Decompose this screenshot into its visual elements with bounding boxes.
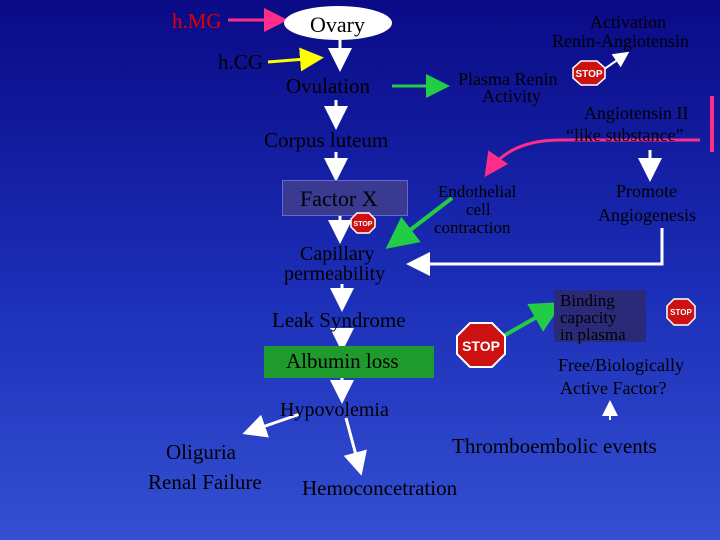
node-free-2: Active Factor? bbox=[560, 378, 667, 398]
node-binding-1: Binding bbox=[560, 291, 615, 310]
stop-sign-icon: STOP bbox=[350, 212, 376, 234]
albumin-box bbox=[264, 346, 434, 378]
node-activation-1: Activation bbox=[590, 12, 666, 32]
node-leak: Leak Syndrome bbox=[272, 308, 406, 332]
stop-sign-icon: STOP bbox=[666, 298, 696, 326]
node-hemoconcentration: Hemoconcetration bbox=[302, 476, 458, 500]
node-endo-3: contraction bbox=[434, 218, 511, 237]
node-free-1: Free/Biologically bbox=[558, 355, 684, 375]
binding-box bbox=[554, 290, 646, 342]
ovary-oval bbox=[284, 6, 392, 40]
svg-text:STOP: STOP bbox=[462, 338, 500, 354]
node-capillary-1: Capillary bbox=[300, 243, 375, 265]
node-ovulation: Ovulation bbox=[286, 74, 370, 98]
svg-text:STOP: STOP bbox=[670, 308, 692, 317]
svg-text:STOP: STOP bbox=[575, 69, 602, 80]
node-binding-3: in plasma bbox=[560, 325, 626, 344]
node-endo-1: Endothelial bbox=[438, 182, 517, 201]
arrow-hcg-ovulation bbox=[267, 47, 324, 72]
node-promote-1: Promote bbox=[616, 181, 677, 201]
arrow-hypo-thrombo bbox=[360, 423, 450, 430]
node-angio-1: Angiotensin II bbox=[584, 103, 689, 123]
node-endo-2: cell bbox=[466, 200, 491, 219]
node-ovary: Ovary bbox=[310, 12, 365, 37]
node-binding-2: capacity bbox=[560, 308, 617, 327]
node-hypovolemia: Hypovolemia bbox=[280, 399, 389, 421]
node-promote-2: Angiogenesis bbox=[598, 205, 696, 225]
factor-x-box bbox=[282, 180, 408, 216]
svg-text:STOP: STOP bbox=[354, 221, 373, 228]
arrow-hypo-hemo bbox=[343, 417, 367, 476]
node-factor-x: Factor X bbox=[300, 186, 378, 211]
node-corpus-luteum: Corpus luteum bbox=[264, 128, 389, 152]
arrow-stop-binding bbox=[499, 302, 563, 340]
node-renin-1: Plasma Renin bbox=[458, 69, 558, 89]
stop-sign-icon: STOP bbox=[456, 322, 506, 368]
node-thromboembolic: Thromboembolic events bbox=[452, 434, 657, 458]
stop-sign-icon: STOP bbox=[572, 60, 606, 86]
node-renin-2: Activity bbox=[482, 86, 541, 106]
node-oliguria-2: Renal Failure bbox=[148, 470, 262, 494]
node-angio-2: “like substance” bbox=[566, 125, 684, 145]
node-oliguria-1: Oliguria bbox=[166, 440, 236, 464]
node-hcg: h.CG bbox=[218, 50, 263, 74]
node-hmg: h.MG bbox=[172, 9, 222, 33]
node-albumin: Albumin loss bbox=[286, 349, 399, 373]
node-activation-2: Renin-Angiotensin bbox=[552, 31, 689, 51]
node-capillary-2: permeability bbox=[284, 263, 386, 285]
